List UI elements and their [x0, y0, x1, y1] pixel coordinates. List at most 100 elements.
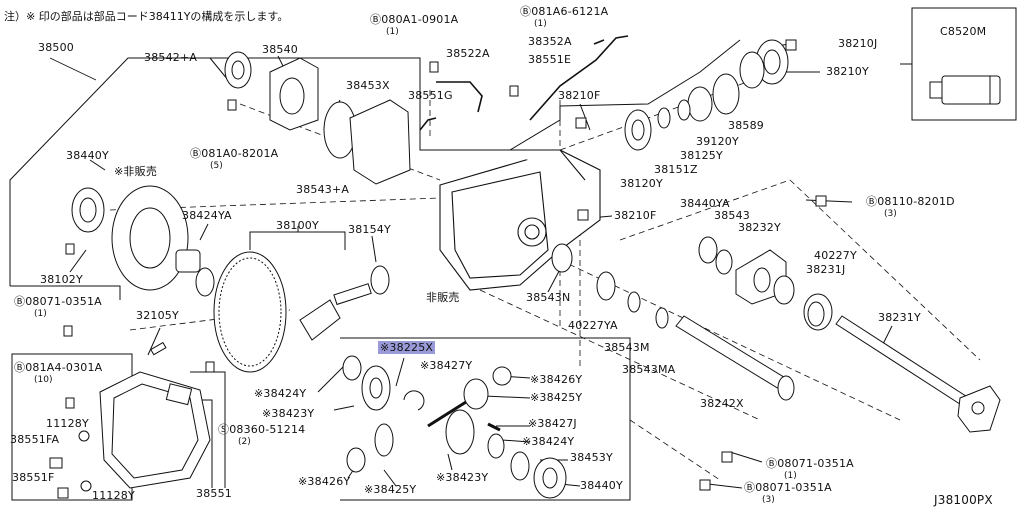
bolt-080A1: [429, 61, 439, 73]
qty-s08360: (2): [238, 437, 251, 447]
seal-40227Y: [773, 275, 795, 305]
label-38551G: 38551G: [408, 89, 453, 102]
label-38551FA: 38551FA: [10, 433, 60, 446]
bolt-08110: [815, 195, 827, 207]
washer-38424Y: [342, 355, 362, 381]
washer-11128Y-b: [80, 480, 92, 492]
qty-b080A1: (1): [386, 27, 399, 37]
label-38151Z: 38151Z: [654, 163, 698, 176]
label-b08110: Ⓑ08110-8201D: [866, 195, 955, 208]
label-38543: 38543: [714, 209, 750, 222]
label-38231Y: 38231Y: [878, 311, 921, 324]
oring-38543N: [551, 243, 573, 273]
qty-b081A0: (5): [210, 161, 223, 171]
gasket-38453X: [349, 99, 411, 185]
label-11128Y-b: 11128Y: [92, 489, 135, 502]
qty-b08071-a: (1): [34, 309, 47, 319]
gasket-38453Y: [510, 451, 530, 481]
seal-40227YA: [596, 271, 616, 301]
kit-boundary: [340, 337, 631, 501]
label-b08071-a: Ⓑ08071-0351A: [14, 295, 102, 308]
washer-38426Y-b: [346, 447, 366, 473]
carrier-housing: [439, 149, 601, 291]
ring-38225X: [403, 390, 425, 411]
label-11128Y-a: 11128Y: [46, 417, 89, 430]
rear-cover: [99, 371, 211, 489]
label-b081A4: Ⓑ081A4-0301A: [14, 361, 103, 374]
label-b08071-b: Ⓑ08071-0351A: [766, 457, 854, 470]
bolt-08360: [205, 361, 215, 373]
label-40227YA: 40227YA: [568, 319, 618, 332]
stud-38551F: [49, 457, 63, 469]
shaft-38242X: [675, 315, 793, 393]
label-38423Y-a: ※38423Y: [262, 407, 315, 420]
label-38440YA: 38440YA: [680, 197, 730, 210]
label-hihanbai-b: 非販売: [426, 291, 460, 304]
label-38232Y: 38232Y: [738, 221, 781, 234]
clip-38352A: [593, 39, 605, 45]
label-38522A: 38522A: [446, 47, 490, 60]
label-38427Y: ※38427Y: [420, 359, 473, 372]
highlight-38225X[interactable]: ※38225X: [378, 341, 436, 354]
label-38424Y-a: ※38424Y: [254, 387, 307, 400]
label-38543MA: 38543MA: [622, 363, 676, 376]
diagram-note: 注）※ 印の部品は部品コード38411Yの構成を示します。: [4, 10, 289, 23]
qty-b081A6: (1): [534, 19, 547, 29]
washer-11128Y-a: [78, 430, 90, 442]
label-38154Y: 38154Y: [348, 223, 391, 236]
label-38540: 38540: [262, 43, 298, 56]
label-32105Y: 32105Y: [136, 309, 179, 322]
bolt-08071-a: [63, 325, 73, 337]
label-38440Y-a: 38440Y: [66, 149, 109, 162]
label-38102Y: 38102Y: [40, 273, 83, 286]
label-38225X: ※38225X: [378, 341, 436, 354]
bearing-38589: [712, 73, 740, 115]
shim-38424YA: [195, 267, 215, 297]
bolt-081A6: [509, 85, 519, 97]
ring-gear: [213, 251, 287, 373]
diagram-id: J38100PX: [934, 493, 993, 507]
label-hihanbai-a: ※非販売: [114, 165, 158, 178]
label-40227Y: 40227Y: [814, 249, 857, 262]
drive-pinion: [299, 283, 372, 341]
qty-b08071-c: (3): [762, 495, 775, 505]
label-38543A: 38543+A: [296, 183, 350, 196]
differential-case: [111, 185, 201, 291]
label-38551: 38551: [196, 487, 232, 500]
pin-38427Y: [427, 400, 467, 428]
label-38100Y: 38100Y: [276, 219, 319, 232]
label-38551F: 38551F: [12, 471, 55, 484]
label-38589: 38589: [728, 119, 764, 132]
label-38453X: 38453X: [346, 79, 390, 92]
label-39120Y: 39120Y: [696, 135, 739, 148]
pipe-38551E: [529, 35, 629, 121]
label-38453Y: 38453Y: [570, 451, 613, 464]
washer-38424Y-b: [487, 433, 505, 459]
plug-38210J: [785, 39, 797, 51]
washer-38426Y-a: [492, 366, 512, 386]
label-38210J: 38210J: [838, 37, 878, 50]
gear-38425Y-a: [463, 378, 489, 410]
label-b080A1: Ⓑ080A1-0901A: [370, 13, 459, 26]
label-b08071-c: Ⓑ08071-0351A: [744, 481, 832, 494]
label-38427J: ※38427J: [528, 417, 577, 430]
bolt-08071-c: [699, 479, 711, 491]
label-38542A: 38542+A: [144, 51, 198, 64]
label-38125Y: 38125Y: [680, 149, 723, 162]
label-38500: 38500: [38, 41, 74, 54]
label-38210F-b: 38210F: [614, 209, 657, 222]
bolt-08071-b: [721, 451, 733, 463]
pin-38427J: [487, 422, 501, 432]
bolt-38102Y: [65, 243, 75, 255]
label-s08360: Ⓢ08360-51214: [218, 423, 306, 436]
label-38352A: 38352A: [528, 35, 572, 48]
label-38425Y-b: ※38425Y: [364, 483, 417, 496]
label-38210Y: 38210Y: [826, 65, 869, 78]
gear-38423Y-b: [445, 409, 475, 455]
label-38425Y-a: ※38425Y: [530, 391, 583, 404]
label-38426Y-b: ※38426Y: [298, 475, 351, 488]
label-c8520m: C8520M: [940, 25, 987, 38]
qty-b08071-b: (1): [784, 471, 797, 481]
